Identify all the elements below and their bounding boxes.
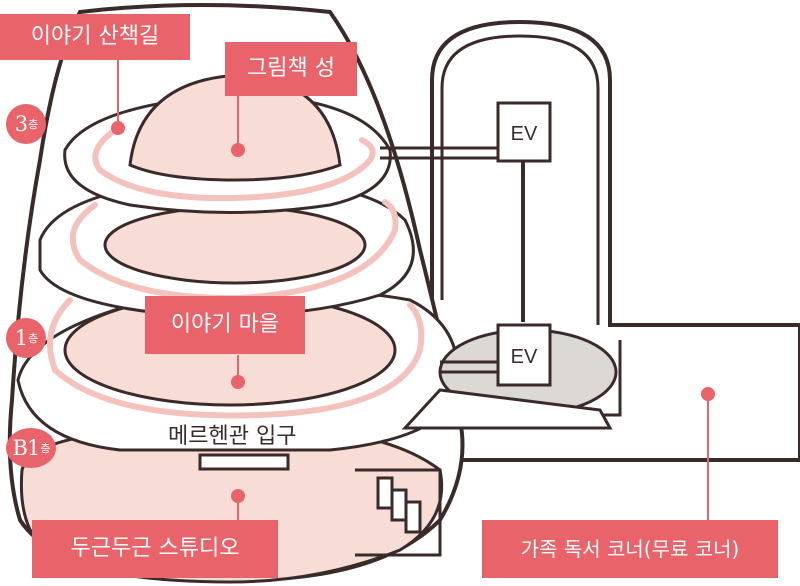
elevator-top-label: EV bbox=[511, 123, 538, 145]
leader-lines bbox=[111, 50, 715, 520]
staircase bbox=[355, 468, 442, 557]
story-village-label: 이야기 마을 bbox=[145, 296, 305, 354]
dugeun-studio-label: 두근두근 스튜디오 bbox=[32, 520, 278, 578]
story-trail-path bbox=[92, 125, 376, 202]
picture-book-castle-zone bbox=[128, 73, 342, 182]
story-trail-path-3 bbox=[47, 297, 425, 419]
elevator-bottom-box bbox=[496, 323, 552, 387]
story-trail-label: 이야기 산책길 bbox=[0, 14, 190, 60]
elevator-top-box bbox=[496, 101, 552, 163]
family-reading-corner-label: 가족 독서 코너(무료 코너) bbox=[482, 520, 778, 578]
elevator-bottom-label: EV bbox=[511, 346, 538, 368]
floor-1-suffix: 층 bbox=[28, 332, 38, 345]
lower-bridge bbox=[440, 360, 500, 374]
entrance-door bbox=[198, 453, 290, 471]
upper-bridge bbox=[380, 146, 500, 160]
floor-b1-suffix: 층 bbox=[40, 442, 50, 455]
middle-pink-zone bbox=[103, 205, 367, 285]
floor-b1-number: B1 bbox=[12, 436, 41, 460]
floor-1-number: 1 bbox=[14, 326, 28, 350]
tower-inner-outline bbox=[440, 34, 600, 325]
picture-book-castle-label: 그림책 성 bbox=[225, 42, 357, 96]
entrance-label: 메르헨관 입구 bbox=[168, 424, 297, 449]
ground-floor-wedge bbox=[401, 388, 613, 430]
floor-3-suffix: 층 bbox=[28, 118, 38, 131]
floor-3-number: 3 bbox=[14, 112, 28, 136]
